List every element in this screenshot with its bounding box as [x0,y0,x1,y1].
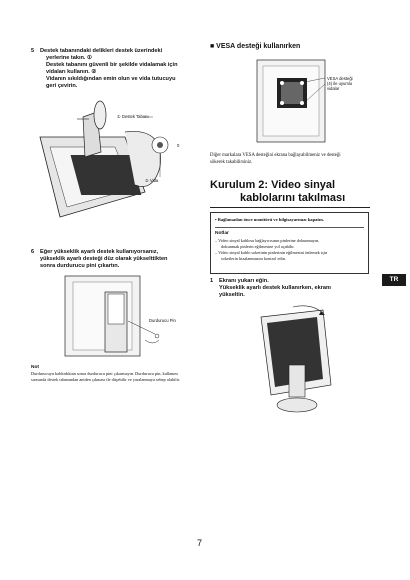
step-1-line: Yükseklik ayarlı destek kullanırken, ekr… [219,285,331,291]
step-6-text: Eğer yükseklik ayarlı destek kullanıyors… [40,249,167,270]
notes-item-text: Video sinyal kablosu bağlayıcısının pinl… [218,238,320,243]
step-5-line: vidaları kullanın. ② [46,69,97,75]
notes-list: – Video sinyal kablosu bağlayıcısının pi… [215,238,327,262]
stopper-pin-figure: Durdurucu Pin [45,274,195,364]
warning-divider [215,227,364,228]
note-title: Not [31,365,39,370]
step-5-line: geri çevirin. [46,83,78,89]
step-5: 5 Destek tabanındaki delikleri destek üz… [31,48,201,96]
warning-bullet: • Bağlamadan önce monitörü ve bilgisayar… [215,217,324,222]
step-6: 6 Eğer yükseklik ayarlı destek kullanıyo… [31,249,201,273]
vesa-body-line: sökerek takabilirsiniz. [210,160,253,165]
stand-base-figure: ① Destek Tabanı 0 ② Vida [35,97,185,222]
vesa-body-line: Diğer markalara VESA desteğini ekrana ba… [210,153,341,158]
page-number: 7 [197,538,203,548]
vesa-label: VESA desteği (4) ile uyumlu vidalar [327,76,377,91]
section-title-line1: Kurulum 2: Video sinyal [210,179,336,191]
step-1-number: 1 [210,278,214,284]
language-tab: TR [382,274,406,286]
stand-base-label: ① Destek Tabanı [117,114,149,119]
step-1: 1 Ekranı yukarı eğin. Yükseklik ayarlı d… [210,278,380,300]
notes-item: dokunmak pinlerin eğilmesine yol açabili… [215,244,327,250]
notes-item-text: Video sinyal kablo soketinin pinlerinin … [218,250,328,255]
section-title-line2: kablolarını takılması [240,192,346,204]
step-5-line: Destek tabanındaki delikleri destek üzer… [40,48,163,54]
step-1-line: Ekranı yukarı eğin. [219,278,269,284]
note: Not Durdurucuyu kaldırdıktan sonra durdu… [31,365,206,383]
step-6-number: 6 [31,249,35,255]
notes-item: – Video sinyal kablosu bağlayıcısının pi… [215,238,320,243]
step-6-line: Eğer yükseklik ayarlı destek kullanıyors… [40,249,159,255]
notes-item: soketlerin hizalanmasını kontrol edin. [215,256,327,262]
vesa-label-line: VESA desteği [327,76,353,81]
notes-item-text: soketlerin hizalanmasını kontrol edin. [221,256,286,261]
zero-label: 0 [177,143,180,148]
step-6-line: sonra durdurucu pini çıkartın. [40,263,120,269]
step-5-number: 5 [31,48,35,54]
vesa-label-line: (4) ile uyumlu [327,81,353,86]
note-line: sırasında destek tabanından aniden çıkma… [31,377,181,382]
vesa-label-line: vidalar [327,86,340,91]
step-5-line: Destek tabanını güvenli bir şekilde vida… [46,62,178,68]
notes-title: Notlar [215,231,229,236]
step-5-line: Vidanın sıkıldığından emin olun ve vida … [46,76,176,82]
step-1-text: Ekranı yukarı eğin. Yükseklik ayarlı des… [219,278,331,299]
note-line: Durdurucuyu kaldırdıktan sonra durdurucu… [31,371,178,376]
vesa-heading: ■ VESA desteği kullanırken [210,43,301,50]
notes-item-text: dokunmak pinlerin eğilmesine yol açabili… [221,244,295,249]
vesa-body: Diğer markalara VESA desteğini ekrana ba… [210,152,380,166]
step-1-line: yükseltin. [219,292,245,298]
bullet-icon: • [215,217,218,222]
warning-box: • Bağlamadan önce monitörü ve bilgisayar… [210,212,369,274]
section-title: Kurulum 2: Video sinyal kablolarını takı… [210,179,380,205]
vesa-figure: VESA desteği (4) ile uyumlu vidalar [255,58,375,146]
stopper-pin-label: Durdurucu Pin [149,318,176,323]
notes-item: – Video sinyal kablo soketinin pinlerini… [215,250,328,255]
section-rule [210,207,370,208]
screw-label: ② Vida [145,178,159,183]
step-5-text: Destek tabanındaki delikleri destek üzer… [40,48,178,90]
step-6-line: yükseklik ayarlı desteği düz olarak yüks… [40,256,168,262]
tilt-monitor-figure [243,305,343,417]
step-5-line: yerlerine takın. ① [46,55,93,61]
warning-bullet-text: Bağlamadan önce monitörü ve bilgisayarın… [217,217,324,222]
